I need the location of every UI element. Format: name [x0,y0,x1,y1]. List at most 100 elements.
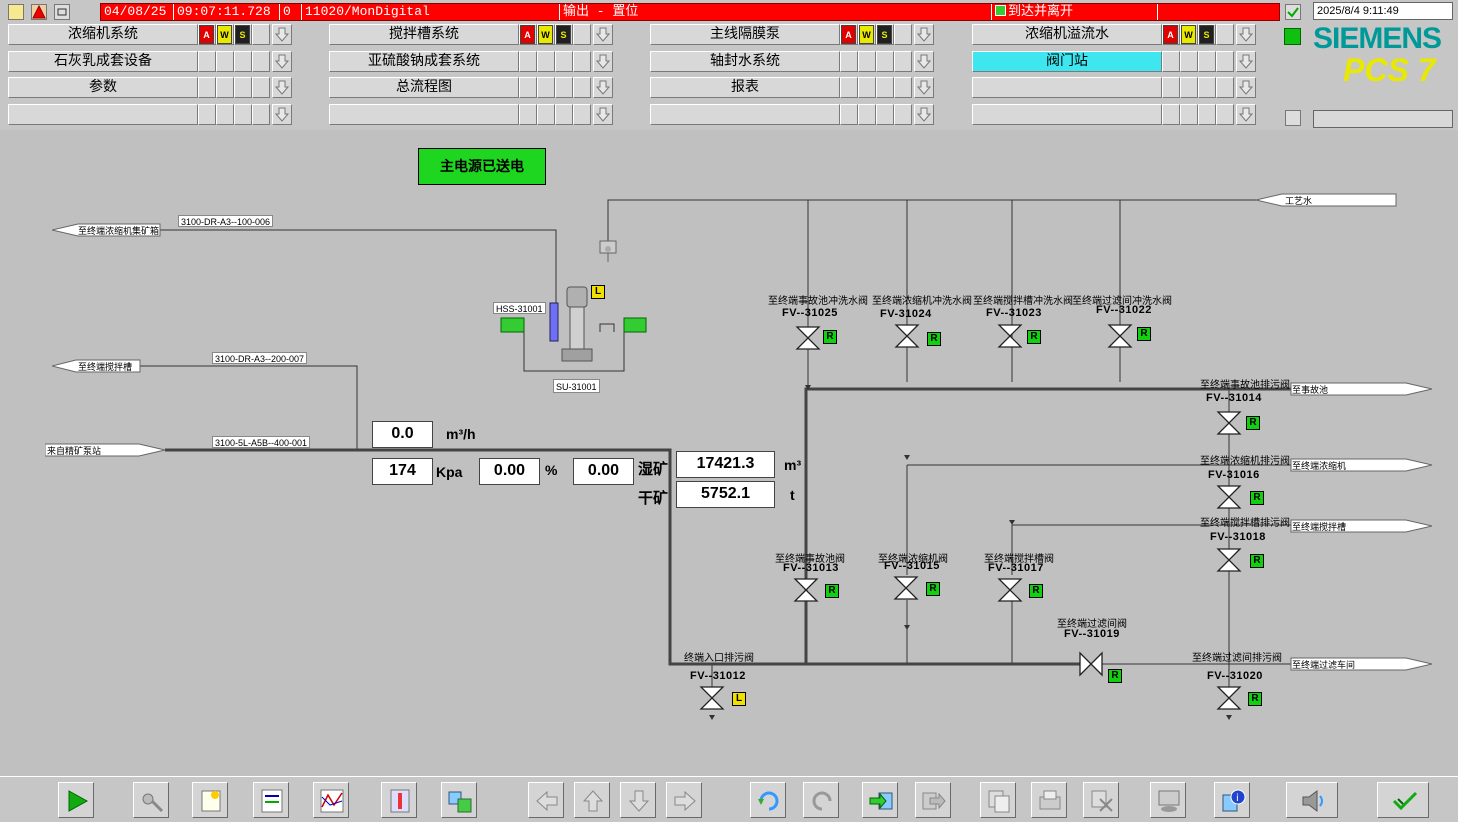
status-cell [573,51,591,72]
nav-button-3-1[interactable]: 参数 [8,77,198,98]
valve-icon[interactable] [1078,651,1104,677]
valve-description: 至终端过滤间冲洗水阀 [1072,296,1172,307]
nav-down-arrow-icon[interactable] [272,104,292,125]
valve-icon[interactable] [997,577,1023,603]
nav-down-arrow-icon[interactable] [1236,104,1256,125]
outlet-arrow [1290,458,1434,475]
user-field[interactable] [1313,110,1453,128]
nav-down-arrow-icon[interactable] [593,104,613,125]
nav-down-arrow-icon[interactable] [1236,77,1256,98]
play-icon [68,790,89,812]
alarm-list-button[interactable] [253,782,289,818]
nav-button-4-2[interactable] [329,104,519,125]
valve-icon[interactable] [1216,484,1242,510]
info-button[interactable]: i [1214,782,1250,818]
nav-button-2-3[interactable]: 轴封水系统 [650,51,840,72]
picture-tree-button[interactable] [441,782,477,818]
alarm-line[interactable]: 04/08/25 09:07:11.728 0 11020/MonDigital… [100,3,1280,21]
nav-right-button[interactable] [666,782,702,818]
thermometer-button[interactable] [381,782,417,818]
nav-button-1-1[interactable]: 浓缩机系统 [8,24,198,45]
nav-down-arrow-icon[interactable] [1236,51,1256,72]
nav-button-2-1[interactable]: 石灰乳成套设备 [8,51,198,72]
valve-icon[interactable] [894,323,920,349]
nav-down-arrow-icon[interactable] [272,24,292,45]
valve-tag: FV--31017 [988,562,1044,574]
nav-button-2-4[interactable]: 阀门站 [972,51,1162,72]
nav-down-arrow-icon[interactable] [272,77,292,98]
valve-icon[interactable] [1216,410,1242,436]
valve-icon[interactable] [793,577,819,603]
nav-button-1-4[interactable]: 浓缩机溢流水 [972,24,1162,45]
valve-icon[interactable] [795,325,821,351]
nav-button-1-2[interactable]: 搅拌槽系统 [329,24,519,45]
group-display-s-icon[interactable]: S [235,25,250,44]
group-display-a-icon[interactable]: A [841,25,856,44]
monitor-view-button[interactable] [1150,782,1186,818]
horn-button[interactable] [1286,782,1338,818]
copy-button[interactable] [980,782,1016,818]
nav-up-button[interactable] [574,782,610,818]
group-display-s-icon[interactable]: S [877,25,892,44]
valve-icon[interactable] [1216,685,1242,711]
nav-button-2-2[interactable]: 亚硫酸钠成套系统 [329,51,519,72]
print-button[interactable] [1031,782,1067,818]
nav-down-arrow-icon[interactable] [593,24,613,45]
nav-button-3-3[interactable]: 报表 [650,77,840,98]
keyboard-icon[interactable] [1285,110,1301,126]
nav-button-1-3[interactable]: 主线隔膜泵 [650,24,840,45]
nav-button-3-2[interactable]: 总流程图 [329,77,519,98]
nav-down-button[interactable] [620,782,656,818]
valve-icon[interactable] [893,575,919,601]
exit-button[interactable] [915,782,951,818]
valve-mode-badge: R [825,584,839,598]
status-cell [840,104,858,125]
valve-icon[interactable] [997,323,1023,349]
nav-button-4-4[interactable] [972,104,1162,125]
nav-down-arrow-icon[interactable] [272,51,292,72]
nav-button-3-4[interactable] [972,77,1162,98]
valve-icon[interactable] [1107,323,1133,349]
acknowledge-icon [1392,791,1418,811]
redo-button[interactable] [803,782,839,818]
group-display-s-icon[interactable]: S [1199,25,1214,44]
group-display-w-icon[interactable]: W [217,25,232,44]
valve-icon[interactable] [699,685,725,711]
status-cell [858,51,876,72]
nav-down-arrow-icon[interactable] [914,104,934,125]
status-cell [252,104,270,125]
nav-left-button[interactable] [528,782,564,818]
nav-down-arrow-icon[interactable] [593,51,613,72]
delete-button[interactable] [1083,782,1119,818]
alarm-warning-icon[interactable] [31,4,47,20]
trend-button[interactable] [313,782,349,818]
su-tag[interactable]: SU-31001 [553,379,600,393]
nav-button-4-3[interactable] [650,104,840,125]
valve-description: 至终端搅拌槽排污阀 [1200,518,1290,529]
dry-ore-label: 干矿 [638,491,669,507]
enter-button[interactable] [862,782,898,818]
group-display-w-icon[interactable]: W [1181,25,1196,44]
group-display-s-icon[interactable]: S [556,25,571,44]
refresh-button[interactable] [750,782,786,818]
nav-down-arrow-icon[interactable] [914,51,934,72]
group-display-a-icon[interactable]: A [1163,25,1178,44]
key-button[interactable] [133,782,169,818]
nav-button-4-1[interactable] [8,104,198,125]
group-display-w-icon[interactable]: W [538,25,553,44]
nav-down-arrow-icon[interactable] [593,77,613,98]
alarm-ack-icon[interactable] [1285,4,1301,20]
group-display-w-icon[interactable]: W [859,25,874,44]
nav-down-arrow-icon[interactable] [914,24,934,45]
play-button[interactable] [58,782,94,818]
logbook-icon[interactable] [8,4,24,20]
new-alarm-button[interactable] [192,782,228,818]
group-display-a-icon[interactable]: A [199,25,214,44]
acknowledge-button[interactable] [1377,782,1429,818]
valve-icon[interactable] [1216,547,1242,573]
group-display-a-icon[interactable]: A [520,25,535,44]
nav-down-arrow-icon[interactable] [914,77,934,98]
redo-icon [812,791,832,811]
minimize-icon[interactable] [54,4,70,20]
nav-down-arrow-icon[interactable] [1236,24,1256,45]
